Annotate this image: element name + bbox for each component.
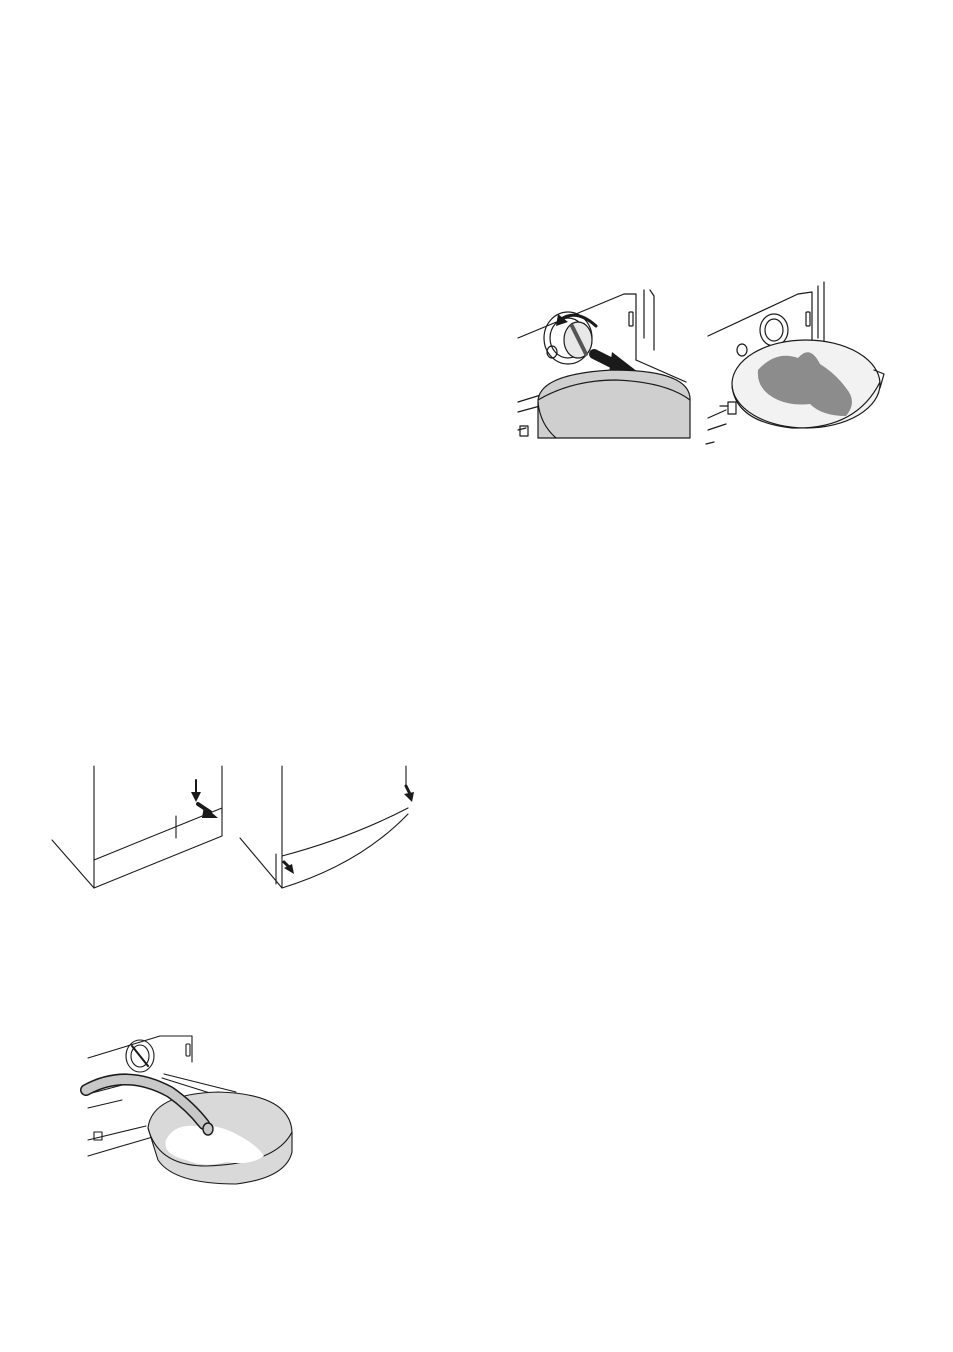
emergency-hose-illustration xyxy=(86,1028,298,1188)
unscrew-filter-arrow-icon xyxy=(516,290,692,438)
filter-unscrew-illustration xyxy=(516,290,692,438)
drain-water-basin-icon xyxy=(706,278,888,448)
panel-remove-illustration xyxy=(240,764,416,894)
push-release-panel-arrow-icon xyxy=(52,764,228,894)
remove-panel-arrow-icon xyxy=(240,764,416,894)
emergency-drain-hose-icon xyxy=(86,1028,298,1188)
panel-release-illustration xyxy=(52,764,228,894)
filter-drain-illustration xyxy=(706,278,888,448)
